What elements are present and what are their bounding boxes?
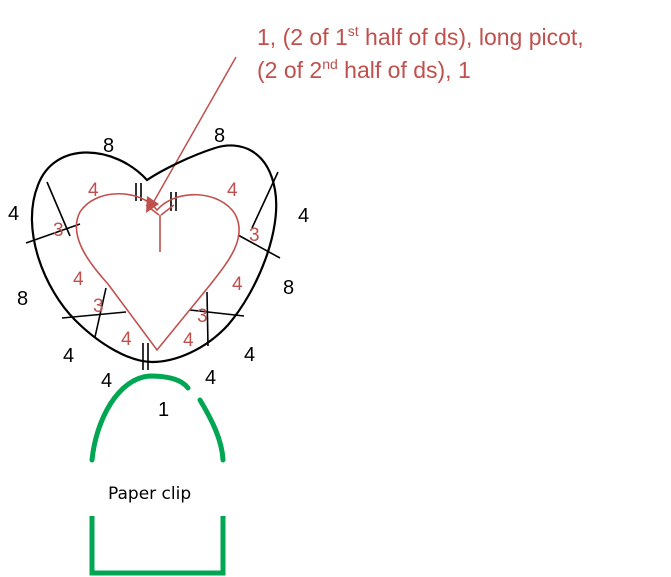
join-line-right: [237, 234, 281, 259]
join-line-upper-left: [46, 181, 71, 237]
outer-count-bottom-right: 4: [205, 367, 216, 389]
inner-count-top-right: 4: [227, 180, 238, 201]
join-line-upper-right: [251, 171, 279, 229]
outer-count-upper-left: 4: [8, 203, 19, 225]
outer-count-bottom-center: 1: [158, 399, 169, 421]
paper-clip-label: Paper clip: [108, 484, 191, 504]
outer-count-top-left: 8: [103, 135, 114, 157]
inner-count-side-right: 3: [249, 225, 260, 246]
outer-heart-ring: [30, 144, 278, 364]
inner-heart-ring: [75, 193, 240, 352]
inner-count-bottom-right: 4: [183, 330, 194, 351]
annotation-line-2: (2 of 2nd half of ds), 1: [257, 56, 471, 83]
inner-picot-right: [160, 204, 175, 216]
inner-count-mid-left: 4: [73, 269, 84, 290]
join-line-lower-left-a: [61, 311, 127, 319]
inner-count-low-right: 3: [197, 306, 208, 327]
join-line-left: [25, 223, 81, 244]
inner-count-bottom-left: 4: [121, 329, 132, 350]
inner-count-side-left: 3: [53, 220, 64, 241]
annotation-pointer-line: [152, 56, 237, 204]
outer-count-low-left: 4: [63, 345, 74, 367]
outer-count-low-right: 4: [244, 344, 255, 366]
inner-picot-left: [145, 204, 160, 216]
join-line-lower-right-a: [189, 309, 245, 317]
outer-count-mid-right: 8: [283, 277, 294, 299]
inner-count-low-left: 3: [93, 296, 104, 317]
outer-count-upper-right: 4: [298, 205, 309, 227]
outer-count-bottom-left: 4: [101, 370, 112, 392]
outer-count-top-right: 8: [214, 125, 225, 147]
paper-clip-top-right: [197, 397, 226, 463]
join-line-lower-right-b: [206, 291, 209, 347]
annotation-line-1: 1, (2 of 1st half of ds), long picot,: [257, 23, 584, 50]
paper-clip-top-left: [89, 373, 191, 463]
inner-count-top-left: 4: [88, 180, 99, 201]
outer-count-mid-left: 8: [17, 288, 28, 310]
inner-count-mid-right: 4: [232, 274, 243, 295]
paper-clip-bottom: [89, 516, 226, 576]
join-line-lower-left-b: [94, 287, 107, 338]
